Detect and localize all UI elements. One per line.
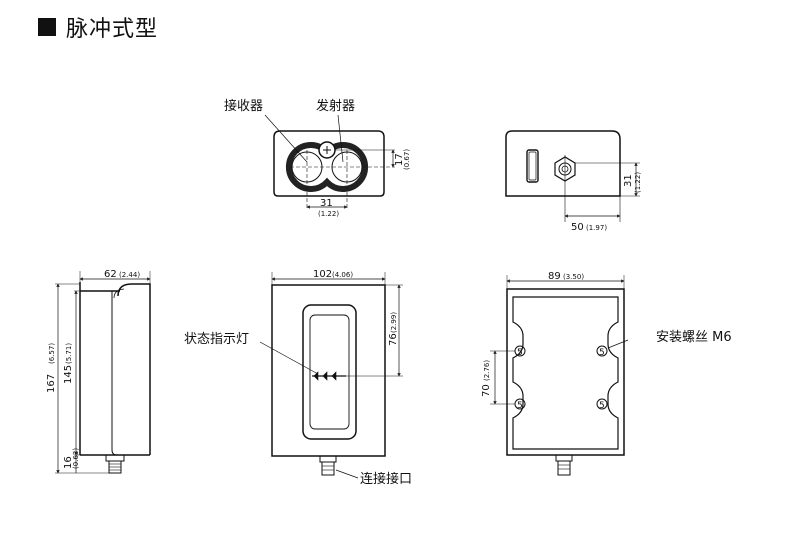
dim-top-side-offset-in: (1.97) (586, 224, 607, 232)
dim-body-height: 145 (63, 365, 74, 384)
emitter-label: 发射器 (316, 98, 355, 114)
dim-side-depth: 62 (104, 269, 117, 280)
status-indicator-label: 状态指示灯 (184, 332, 249, 347)
dim-screw-spacing-in: (2.76) (483, 360, 491, 381)
dim-top-side-offset: 50 (571, 222, 584, 233)
svg-text:5: 5 (599, 348, 605, 358)
svg-text:5: 5 (517, 348, 523, 358)
connector-label: 连接接口 (360, 471, 412, 487)
svg-text:5: 5 (599, 401, 605, 411)
dim-top-side-height: 31 (623, 174, 634, 187)
dim-total-height: 167 (46, 374, 57, 393)
dim-connector-height: 16 (63, 456, 74, 469)
dim-connector-height-in: (0.63) (72, 448, 80, 469)
dim-front-width: 102 (313, 269, 332, 280)
dim-top-front-spacing: 31 (320, 198, 333, 209)
svg-text:5: 5 (517, 401, 523, 411)
dim-top-front-spacing-in: (1.22) (318, 210, 339, 218)
dim-top-front-height-in: (0.67) (403, 149, 411, 170)
back-view: 5 5 5 5 (490, 275, 629, 476)
section-header: 脉冲式型 (38, 12, 158, 42)
top-side-view (505, 130, 640, 222)
header-square-icon (38, 18, 56, 36)
section-title: 脉冲式型 (66, 17, 159, 42)
dim-indicator-offset: 76 (388, 333, 399, 346)
side-view (55, 271, 151, 474)
top-front-view (264, 114, 395, 210)
dim-total-height-in: (6.57) (48, 343, 56, 364)
dim-back-width-in: (3.50) (563, 273, 584, 281)
dim-indicator-offset-in: (2.99) (390, 312, 398, 333)
dim-screw-spacing: 70 (481, 384, 492, 397)
dim-front-width-in: (4.06) (332, 271, 353, 279)
dim-body-height-in: (5.71) (65, 343, 73, 364)
dim-side-depth-in: (2.44) (119, 271, 140, 279)
dim-back-width: 89 (548, 271, 561, 282)
mounting-screw-label: 安装螺丝 M6 (656, 330, 732, 345)
dim-top-front-height: 17 (394, 153, 405, 166)
dim-top-side-height-in: (1.22) (634, 172, 642, 193)
receiver-label: 接收器 (224, 98, 263, 114)
front-view (259, 272, 403, 479)
